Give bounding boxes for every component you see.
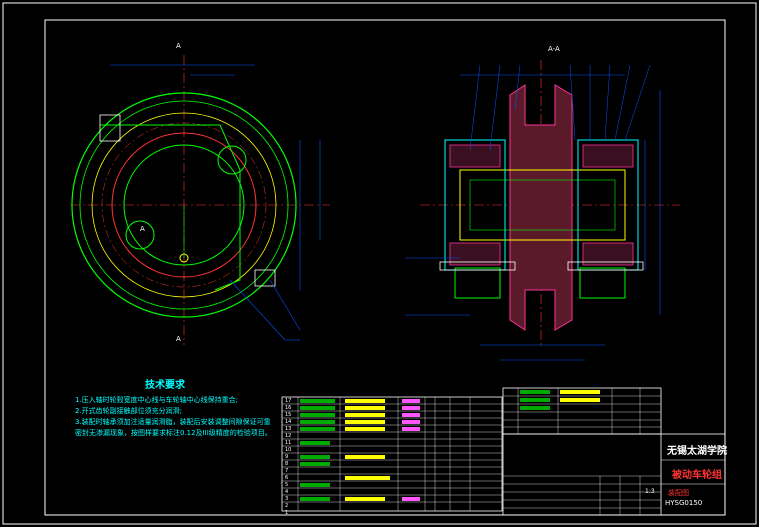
view-label-a-top: A bbox=[176, 42, 181, 50]
bom-row-number: 8 bbox=[285, 461, 289, 467]
note-4: 密封无渗漏现象，按图样要求标注0.12及III级精度的检验项目。 bbox=[75, 429, 272, 437]
bom-row-number: 1 bbox=[285, 510, 289, 516]
bom-row-number: 6 bbox=[285, 475, 289, 481]
bom-row-number: 15 bbox=[285, 412, 292, 418]
bom-row-number: 13 bbox=[285, 426, 292, 432]
note-3: 3.装配时轴承须加注适量润滑脂，装配后安装调整间隙保证可靠 bbox=[75, 418, 271, 426]
bom-row-number: 17 bbox=[285, 398, 292, 404]
part-name: 被动车轮组 bbox=[672, 470, 722, 481]
bom-row-number: 10 bbox=[285, 447, 292, 453]
inner-frame bbox=[44, 19, 726, 516]
bom-row-number: 14 bbox=[285, 419, 292, 425]
bom-row-number: 7 bbox=[285, 468, 289, 474]
bom-row-number: 2 bbox=[285, 503, 289, 509]
section-label-aa: A-A bbox=[548, 45, 560, 53]
bom-row-number: 16 bbox=[285, 405, 292, 411]
note-2: 2.开式齿轮副接触部位须充分润滑; bbox=[75, 407, 183, 415]
title-block bbox=[502, 433, 726, 516]
school-name: 无锡太湖学院 bbox=[667, 446, 727, 457]
bom-row-number: 3 bbox=[285, 496, 289, 502]
notes-title: 技术要求 bbox=[145, 380, 185, 391]
left-view bbox=[70, 55, 330, 345]
drawing-number: HYSG0150 bbox=[665, 499, 703, 507]
bom-row-number: 12 bbox=[285, 433, 292, 439]
bom-row-number: 4 bbox=[285, 489, 289, 495]
material-label: 装配图 bbox=[668, 489, 689, 497]
right-view bbox=[405, 60, 680, 361]
bom-row-number: 11 bbox=[285, 440, 292, 446]
bom-row-number: 9 bbox=[285, 454, 289, 460]
bom-row-number: 5 bbox=[285, 482, 289, 488]
view-label-a-small: A bbox=[140, 225, 145, 233]
bom-table bbox=[281, 387, 662, 512]
technical-notes: 技术要求 1.压入轴时轮毂宽度中心线与车轮轴中心线保持重合; 2.开式齿轮副接触… bbox=[75, 380, 285, 439]
view-label-a-bottom: A bbox=[176, 335, 181, 343]
scale: 1:3 bbox=[645, 488, 655, 495]
note-1: 1.压入轴时轮毂宽度中心线与车轮轴中心线保持重合; bbox=[75, 396, 239, 404]
